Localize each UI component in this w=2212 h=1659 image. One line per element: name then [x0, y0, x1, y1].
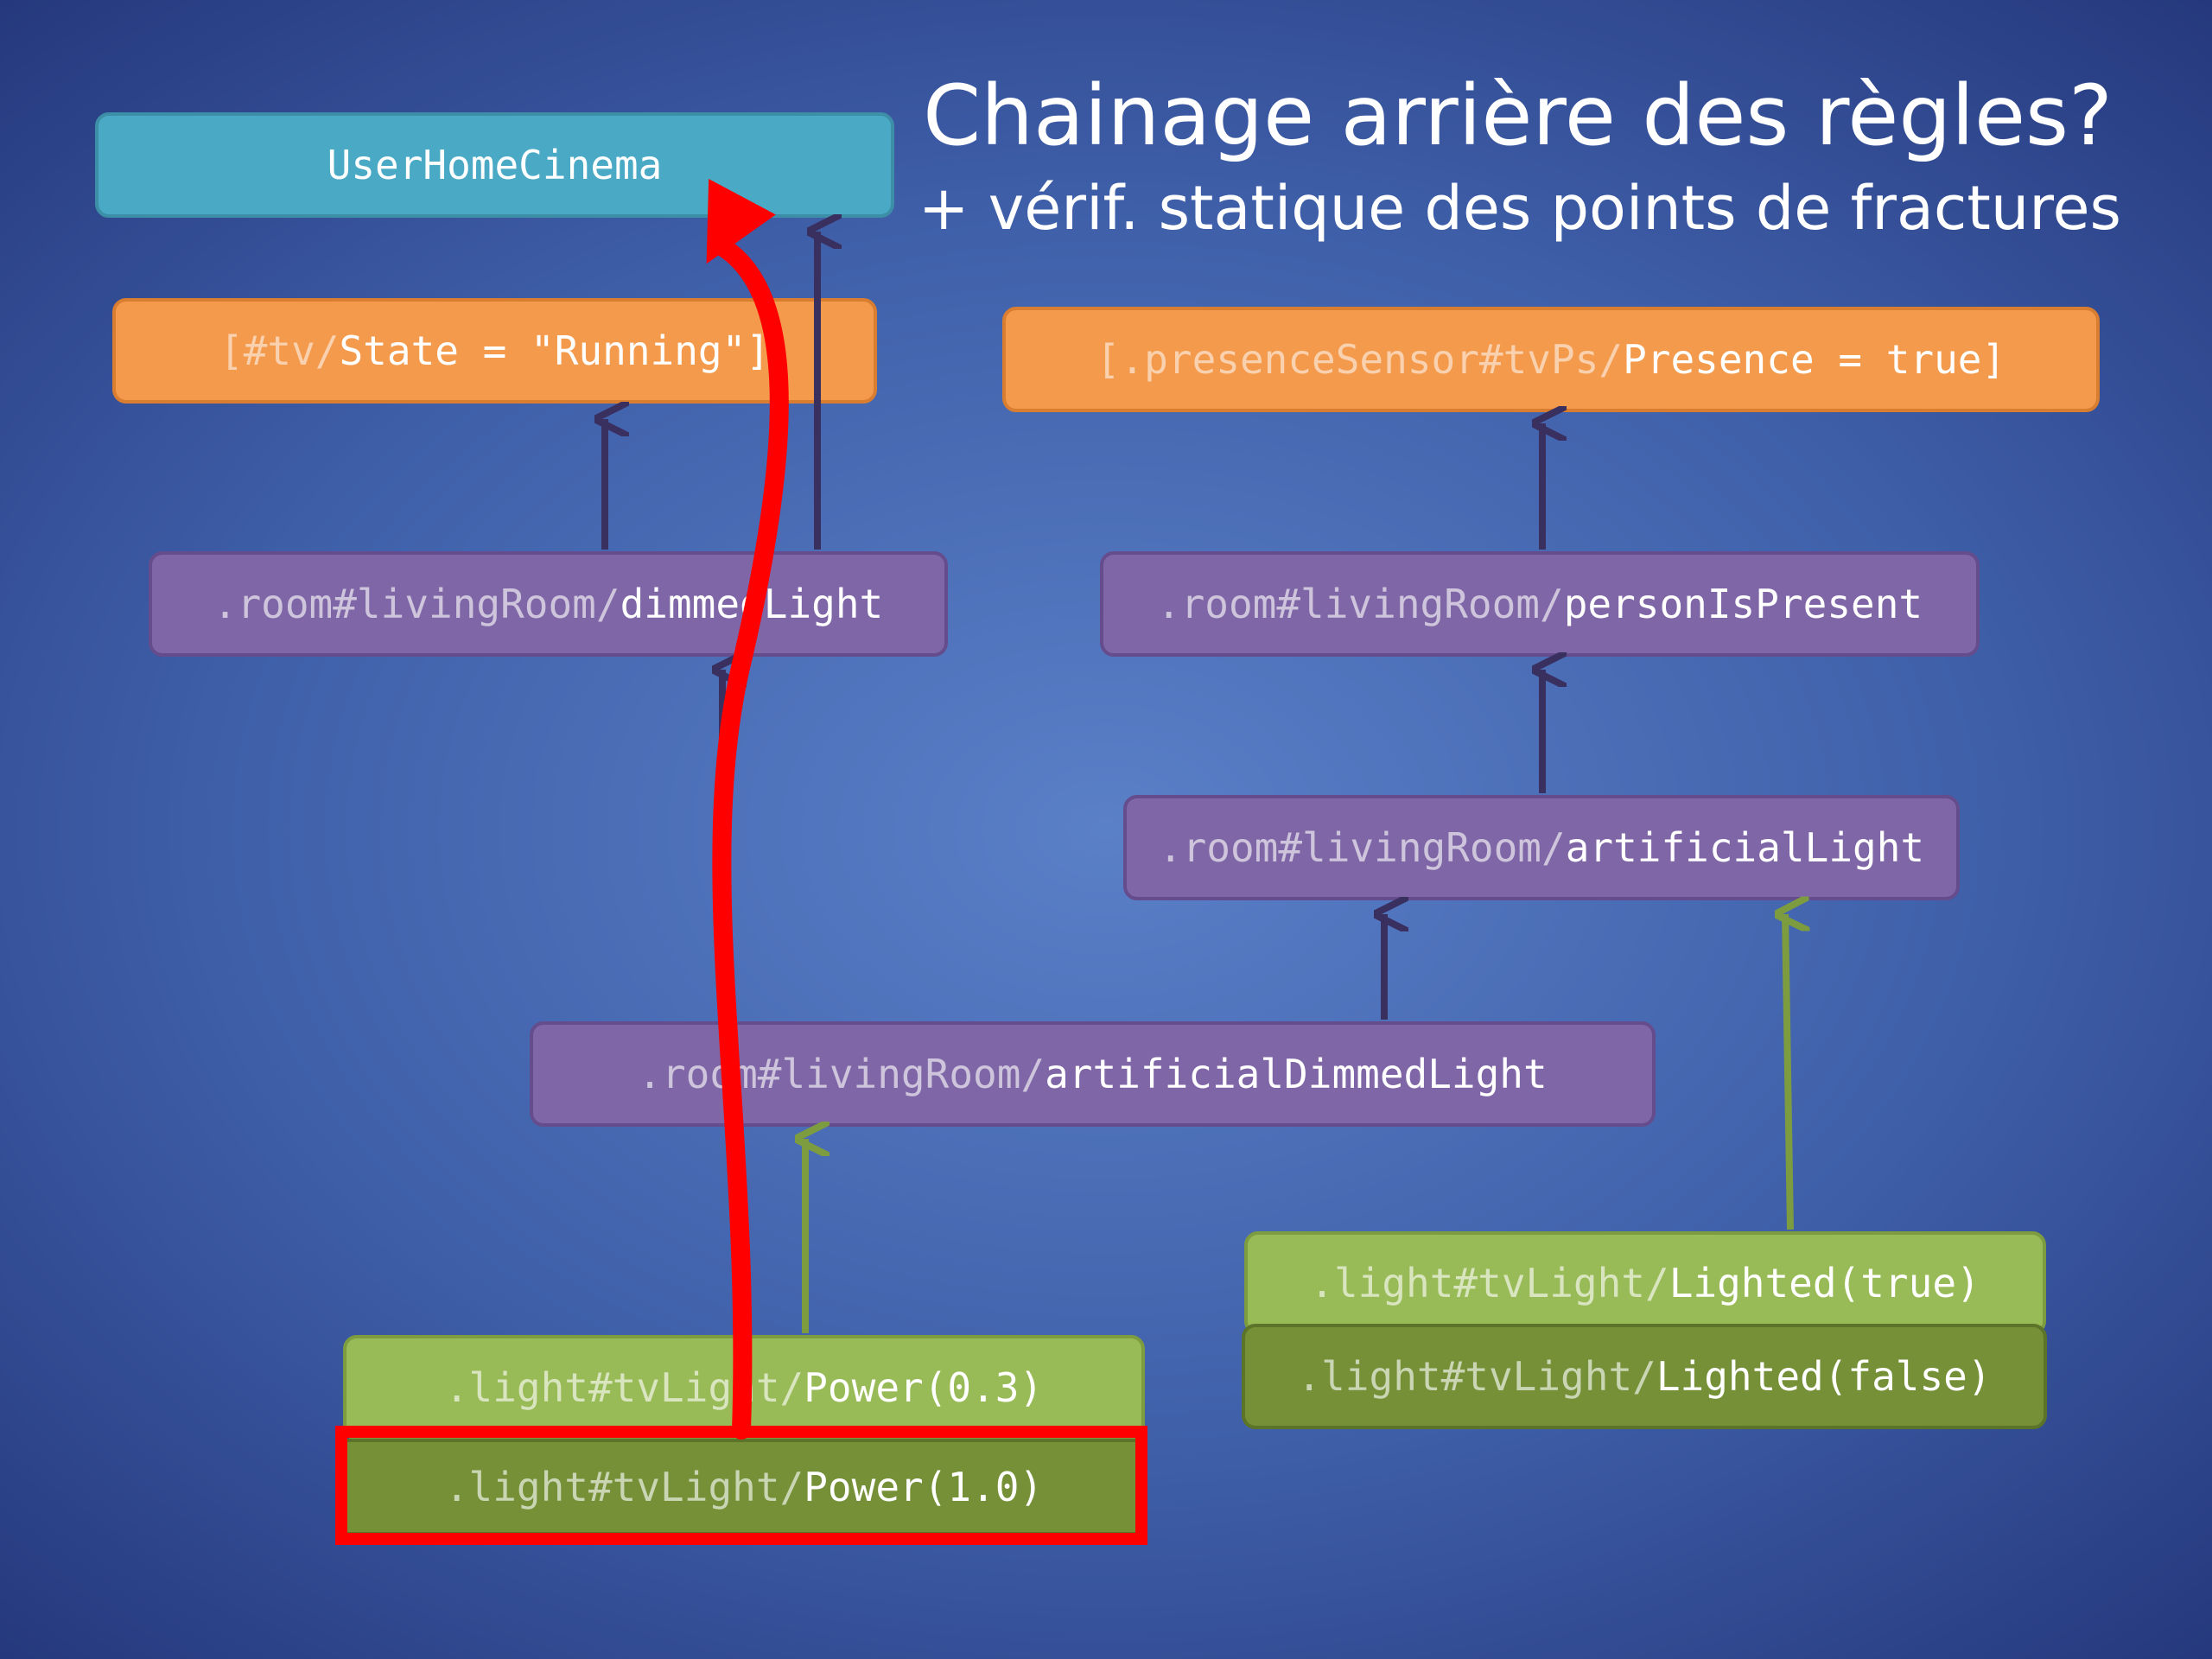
node-person-is-present-prefix: .room#livingRoom/	[1156, 581, 1564, 627]
node-lighted-false-prefix: .light#tvLight/	[1297, 1353, 1656, 1400]
arrow-lighted-to-artlight	[1785, 914, 1790, 1230]
node-user-home-cinema-label: UserHomeCinema	[327, 142, 663, 188]
node-power-10-label: Power(1.0)	[804, 1464, 1044, 1510]
node-artificial-light-prefix: .room#livingRoom/	[1158, 824, 1566, 871]
node-power-10-prefix: .light#tvLight/	[444, 1464, 804, 1510]
node-power-03-label: Power(0.3)	[804, 1364, 1044, 1411]
slide-subtitle: + vérif. statique des points de fracture…	[918, 173, 2121, 244]
node-person-is-present: .room#livingRoom/personIsPresent	[1100, 551, 1980, 657]
node-tv-state-label: State = "Running"]	[339, 327, 770, 374]
node-artificial-light-label: artificialLight	[1565, 824, 1925, 871]
node-artificial-dimmed-light: .room#livingRoom/artificialDimmedLight	[530, 1021, 1656, 1127]
node-dimmed-light-prefix: .room#livingRoom/	[213, 581, 620, 627]
node-lighted-false-label: Lighted(false)	[1656, 1353, 1992, 1400]
node-presence-prefix: [.presenceSensor#tvPs/	[1096, 336, 1624, 383]
node-tv-state: [#tv/State = "Running"]	[112, 298, 877, 404]
node-tv-state-prefix: [#tv/	[219, 327, 340, 374]
slide-title: Chainage arrière des règles?	[923, 67, 2113, 164]
node-lighted-false: .light#tvLight/Lighted(false)	[1242, 1324, 2047, 1429]
node-person-is-present-label: personIsPresent	[1563, 581, 1923, 627]
backward-chain-arrow	[706, 178, 789, 1440]
node-presence-label: Presence = true]	[1623, 336, 2006, 383]
node-artificial-dimmed-light-prefix: .room#livingRoom/	[638, 1051, 1046, 1097]
node-lighted-true-prefix: .light#tvLight/	[1310, 1260, 1669, 1306]
node-artificial-dimmed-light-label: artificialDimmedLight	[1045, 1051, 1548, 1097]
node-lighted-true-label: Lighted(true)	[1669, 1260, 1980, 1306]
node-artificial-light: .room#livingRoom/artificialLight	[1123, 795, 1960, 900]
highlight-box	[335, 1426, 1147, 1545]
node-dimmed-light: .room#livingRoom/dimmedLight	[149, 551, 948, 657]
node-power-10: .light#tvLight/Power(1.0)	[343, 1439, 1145, 1535]
node-presence: [.presenceSensor#tvPs/Presence = true]	[1002, 307, 2100, 412]
